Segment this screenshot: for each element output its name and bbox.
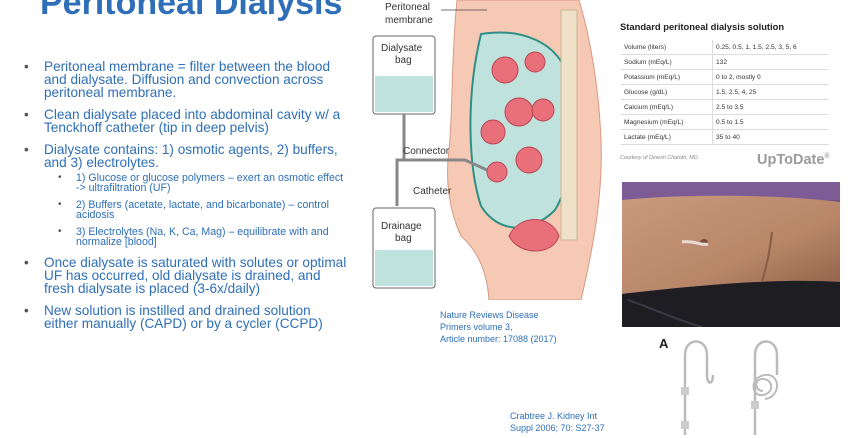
intestine-loop [504,97,534,127]
label-peritoneal-membrane: membrane [385,15,433,26]
bullet-dialysate-contains: Dialysate contains: 1) osmotic agents, 2… [22,143,347,248]
table-row: Lactate (mEq/L)35 to 40 [621,129,829,145]
sub-bullet-list: 1) Glucose or glucose polymers – exert a… [44,173,347,248]
table-row: Glucose (g/dL)1.5, 2.5, 4, 25 [621,84,829,100]
catheter-cuff [681,421,689,429]
straight-catheter [683,340,715,435]
peritoneal-dialysis-diagram: Peritoneal membrane Dialysate bag Connec… [372,0,602,300]
table-row: Volume (liters)0.25, 0.5, 1, 1.5, 2.5, 3… [621,40,829,55]
intestine-loop [491,56,519,84]
spine [560,9,578,241]
tubing [395,114,406,206]
label-dialysate-bag: Dialysate [381,43,423,54]
abdomen-catheter-photo [622,182,840,327]
courtesy-note: Courtesy of Dinesh Chatoth, MD. [620,155,700,161]
label-drainage-bag: bag [395,233,412,244]
figure-label-a: A [659,336,669,351]
intestine-loop [480,119,506,145]
intestine-loop [486,161,508,183]
coiled-catheter [753,340,779,435]
bullet-saturation: Once dialysate is saturated with solutes… [22,256,347,296]
catheter-citation: Crabtree J. Kidney Int Suppl 2006; 70: S… [510,411,605,433]
dialysate-bag-fluid [375,76,433,112]
table-row: Potassium (mEq/L)0 to 2, mostly 0 [621,69,829,85]
sub-bullet-electrolytes: 3) Electrolytes (Na, K, Ca, Mag) – equil… [44,227,347,248]
label-connector: Connector [403,146,450,157]
solution-table-title: Standard peritoneal dialysis solution [620,21,785,32]
catheter-tube [404,158,488,172]
bullet-new-solution: New solution is instilled and drained so… [22,304,347,331]
bullet-clean-dialysate: Clean dialysate placed into abdominal ca… [22,108,347,135]
bladder [508,219,560,252]
table-row: Calcium (mEq/L)2.5 to 3.5 [621,99,829,115]
tenckhoff-catheter-figure [681,340,779,435]
label-catheter: Catheter [413,186,452,197]
uptodate-logo: UpToDate® [757,152,830,168]
solution-table: Volume (liters)0.25, 0.5, 1, 1.5, 2.5, 3… [621,40,829,145]
label-peritoneal-membrane: Peritoneal [385,2,430,13]
label-drainage-bag: Drainage [381,221,422,232]
sub-bullet-glucose: 1) Glucose or glucose polymers – exert a… [44,173,347,194]
intestine-loop [531,98,555,122]
catheter-coil [752,373,778,400]
slide-title: Peritoneal Dialysis [40,0,343,22]
label-dialysate-bag: bag [395,55,412,66]
sub-bullet-buffers: 2) Buffers (acetate, lactate, and bicarb… [44,200,347,221]
intestine-loop [515,146,543,174]
table-row: Magnesium (mEq/L)0.5 to 1.5 [621,114,829,130]
diagram-citation: Nature Reviews Disease Primers volume 3,… [440,310,557,344]
bullet-list: Peritoneal membrane = filter between the… [22,60,347,339]
intestine-loop [524,51,546,73]
drainage-bag-fluid [375,250,433,286]
bullet-peritoneal-membrane: Peritoneal membrane = filter between the… [22,60,347,100]
table-row: Sodium (mEq/L)132 [621,54,829,70]
catheter-cuff [681,387,689,395]
catheter-cuff [751,401,759,409]
